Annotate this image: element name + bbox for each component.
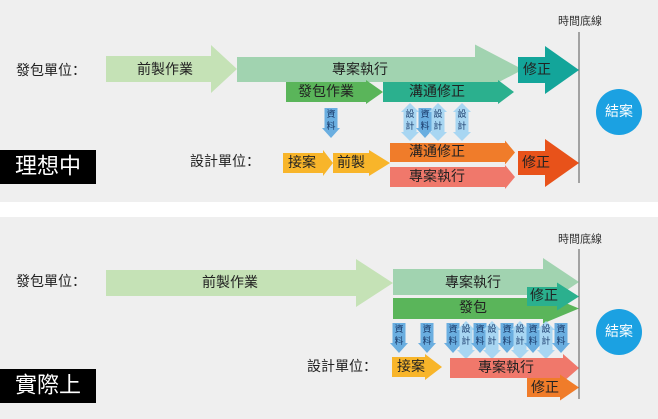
exchange-arrow-label-char: 設 — [515, 323, 524, 335]
designer-arrow-label: 前製 — [337, 154, 365, 171]
designer-arrow-revision — [527, 374, 579, 401]
ideal-panel: 理想中發包單位：時間底線結案前製作業專案執行發包作業溝通修正修正資料設計資料設計… — [0, 0, 658, 202]
designer-arrow-label: 接案 — [397, 358, 425, 375]
designer-arrow-label: 專案執行 — [409, 168, 465, 185]
client-arrow-label: 發包作業 — [298, 84, 354, 100]
designer-arrow-revision — [518, 139, 579, 187]
exchange-arrow-label-char: 計 — [515, 335, 524, 347]
exchange-arrow-label-char: 資 — [420, 108, 429, 120]
exchange-arrow-label-char: 設 — [457, 108, 466, 120]
client-arrow-label: 修正 — [523, 62, 551, 78]
panel-title-box — [0, 150, 96, 184]
exchange-arrow-label-char: 資 — [326, 108, 335, 120]
ideal-diagram: 理想中發包單位：時間底線結案前製作業專案執行發包作業溝通修正修正資料設計資料設計… — [0, 14, 642, 189]
client-arrow-label: 修正 — [530, 288, 558, 304]
data-down-arrow — [524, 323, 542, 353]
exchange-arrow-label-char: 計 — [487, 335, 496, 347]
exchange-arrow-label-char: 資 — [394, 323, 403, 335]
exchange-arrow-label-char: 料 — [448, 335, 457, 347]
design-bidirectional-arrow — [401, 103, 419, 141]
panel-title-box — [0, 369, 96, 403]
client-arrow-communication — [383, 80, 514, 104]
exchange-arrow-label-char: 資 — [448, 323, 457, 335]
designer-arrow-communication — [390, 140, 515, 165]
data-down-arrow — [390, 323, 408, 353]
client-arrow-label: 發包 — [459, 300, 487, 316]
data-down-arrow — [418, 323, 436, 353]
client-label: 發包單位： — [16, 274, 86, 290]
timeline-label: 時間底線 — [558, 232, 602, 246]
exchange-arrow-label-char: 資 — [556, 323, 565, 335]
data-down-arrow — [444, 323, 462, 353]
exchange-arrow-label-char: 設 — [461, 323, 470, 335]
client-arrow-label: 前製作業 — [202, 274, 258, 291]
data-down-arrow — [498, 323, 516, 353]
client-arrow-revision — [527, 282, 579, 311]
exchange-arrow-label-char: 設 — [487, 323, 496, 335]
client-arrow-label: 前製作業 — [137, 61, 193, 78]
design-bidirectional-arrow — [511, 321, 529, 359]
data-down-arrow — [552, 323, 570, 353]
designer-arrow-execution — [450, 354, 579, 382]
actual-panel: 實際上發包單位：時間底線結案前製作業專案執行發包修正資料資料資料設計資料設計資料… — [0, 217, 658, 419]
exchange-arrow-label-char: 計 — [457, 120, 466, 132]
exchange-arrow-label-char: 料 — [422, 335, 431, 347]
client-label: 發包單位： — [16, 63, 86, 79]
designer-arrow-label: 修正 — [531, 380, 559, 396]
panel-title: 實際上 — [15, 374, 81, 399]
design-bidirectional-arrow — [429, 103, 447, 141]
exchange-arrow-label-char: 料 — [420, 120, 429, 132]
client-arrow-label: 專案執行 — [445, 274, 501, 291]
exchange-arrow-label-char: 設 — [405, 108, 414, 120]
data-down-arrow — [416, 108, 434, 138]
client-arrow-revision — [518, 46, 579, 94]
exchange-arrow-label-char: 計 — [433, 120, 442, 132]
end-circle-label: 結案 — [605, 103, 633, 120]
client-arrow-outsourcing — [286, 80, 383, 104]
data-down-arrow — [322, 108, 340, 138]
client-arrow-label: 溝通修正 — [409, 84, 465, 100]
designer-arrow-label: 專案執行 — [478, 359, 534, 376]
designer-label: 設計單位： — [190, 154, 260, 170]
exchange-arrow-label-char: 計 — [541, 335, 550, 347]
exchange-arrow-label-char: 料 — [475, 335, 484, 347]
timeline-label: 時間底線 — [558, 14, 602, 28]
design-bidirectional-arrow — [457, 321, 475, 359]
actual-diagram: 實際上發包單位：時間底線結案前製作業專案執行發包修正資料資料資料設計資料設計資料… — [0, 232, 642, 403]
panel-title: 理想中 — [15, 155, 81, 180]
designer-arrow-label: 溝通修正 — [409, 144, 465, 160]
exchange-arrow-label-char: 料 — [394, 335, 403, 347]
exchange-arrow-label-char: 資 — [502, 323, 511, 335]
designer-label: 設計單位： — [307, 359, 377, 375]
end-circle-label: 結案 — [605, 323, 633, 340]
designer-arrow-execution — [390, 165, 515, 189]
designer-arrow-label: 接案 — [288, 154, 316, 171]
exchange-arrow-label-char: 計 — [405, 120, 414, 132]
exchange-arrow-label-char: 資 — [475, 323, 484, 335]
exchange-arrow-label-char: 料 — [556, 335, 565, 347]
exchange-arrow-label-char: 設 — [541, 323, 550, 335]
end-circle — [596, 309, 642, 355]
designer-arrow-label: 修正 — [522, 155, 550, 171]
exchange-arrow-label-char: 資 — [422, 323, 431, 335]
exchange-arrow-label-char: 計 — [461, 335, 470, 347]
design-bidirectional-arrow — [453, 103, 471, 141]
design-bidirectional-arrow — [483, 321, 501, 359]
client-arrow-preproduction — [106, 259, 393, 307]
exchange-arrow-label-char: 料 — [502, 335, 511, 347]
designer-arrow-accept — [283, 150, 333, 176]
exchange-arrow-label-char: 資 — [528, 323, 537, 335]
design-bidirectional-arrow — [537, 321, 555, 359]
exchange-arrow-label-char: 設 — [433, 108, 442, 120]
end-circle — [596, 89, 642, 135]
designer-arrow-preproduction — [333, 150, 390, 176]
client-arrow-label: 專案執行 — [332, 61, 388, 78]
data-down-arrow — [471, 323, 489, 353]
exchange-arrow-label-char: 料 — [528, 335, 537, 347]
client-arrow-preproduction — [106, 45, 237, 93]
designer-arrow-accept — [392, 354, 442, 380]
exchange-arrow-label-char: 料 — [326, 120, 335, 132]
